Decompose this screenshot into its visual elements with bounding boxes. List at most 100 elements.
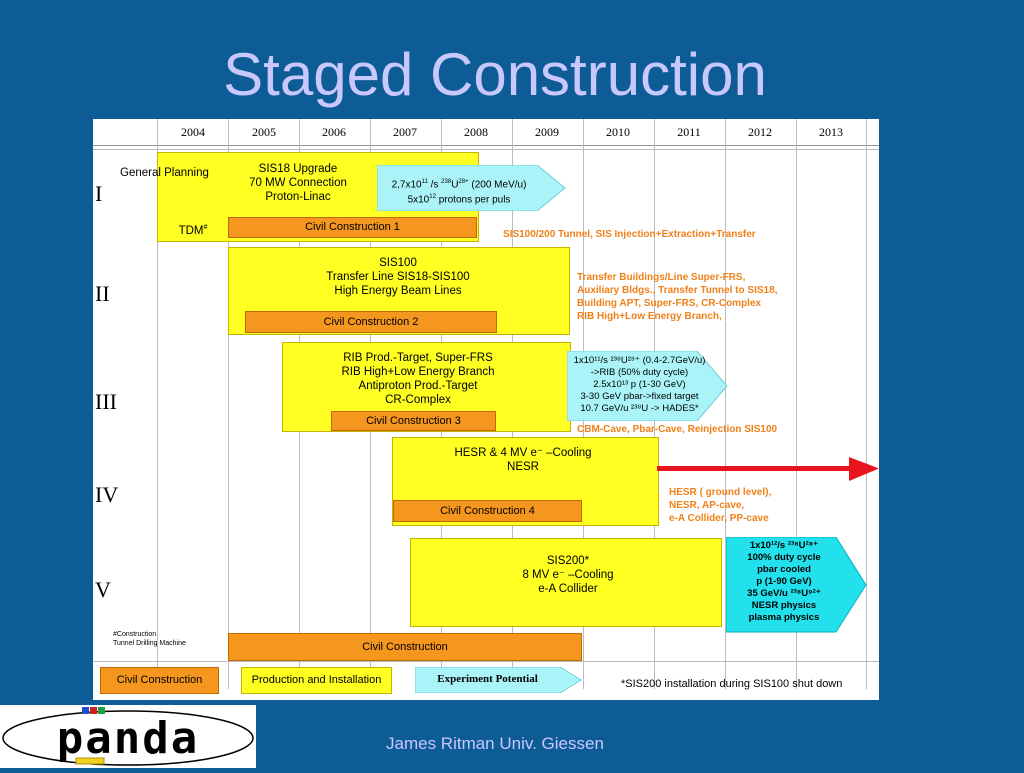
text-line: RIB High+Low Energy Branch, (577, 311, 722, 322)
general-planning-label: General Planning (120, 167, 209, 179)
stage-label-3: III (95, 389, 117, 414)
arrow-head (849, 457, 879, 481)
stage5-potential-arrow (726, 537, 867, 633)
stage3-potential-text: 1x10¹¹/s ²³⁸U²⁸⁺ (0.4-2.7GeV/u) ->RIB (5… (567, 355, 712, 415)
text-line: 5x1012 protons per puls (379, 191, 539, 206)
year-label: 2010 (606, 125, 630, 139)
text-line: Transfer Buildings/Line Super-FRS, (577, 272, 746, 283)
text-line: 3-30 GeV pbar->fixed target (580, 391, 699, 402)
stage4-note: HESR ( ground level), NESR, AP-cave, e-A… (669, 486, 849, 525)
text-line: Antiproton Prod.-Target (358, 380, 478, 392)
text-line: 35 GeV/u ²³⁸U⁹²⁺ (747, 588, 821, 599)
text-line: pbar cooled (757, 564, 811, 575)
arrow-shape (726, 537, 867, 633)
stage-label-5: V (95, 577, 111, 602)
tdm-text: TDM (178, 224, 204, 237)
text-line: RIB High+Low Energy Branch (341, 366, 495, 378)
stage5-production-bar (410, 538, 722, 627)
grid-line (796, 119, 797, 689)
text-part: 11 (421, 179, 428, 185)
logo-text: panda (57, 713, 199, 764)
text-line: NESR, AP-cave, (669, 500, 745, 511)
year-label: 2013 (819, 125, 843, 139)
stage3-text: RIB Prod.-Target, Super-FRS RIB High+Low… (313, 351, 523, 407)
panda-logo-graphic: panda (2, 707, 254, 766)
text-part: 28+ (458, 179, 469, 185)
arrow-shape (567, 351, 728, 421)
civil-construction-2: Civil Construction 2 (245, 311, 497, 333)
text-line: plasma physics (748, 612, 820, 623)
text-line: p (1-90 GeV) (756, 576, 812, 587)
legend-potential-arrow (415, 667, 582, 693)
construction-chart: 2004 2005 2006 2007 2008 2009 2010 2011 … (93, 119, 879, 700)
text-line: SIS18 Upgrade (258, 163, 338, 175)
tdm-label: TDM# (163, 221, 223, 238)
grid-line (228, 119, 229, 689)
year-label: 2004 (181, 125, 205, 139)
text-line: HESR ( ground level), (669, 487, 772, 498)
text-line: 1x10¹¹/s ²³⁸U²⁸⁺ (0.4-2.7GeV/u) (573, 355, 706, 366)
slide-title: Staged Construction (223, 41, 767, 108)
stage2-note: Transfer Buildings/Line Super-FRS, Auxil… (577, 271, 837, 323)
text-line: Building APT, Super-FRS, CR-Complex (577, 298, 762, 309)
text-line: NESR physics (751, 600, 817, 611)
text-line: ->RIB (50% duty cycle) (590, 367, 689, 378)
legend-production-installation: Production and Installation (241, 667, 392, 694)
arrow-shape (377, 165, 566, 211)
text-line: Tunnel Drilling Machine (113, 640, 186, 647)
text-line: 2.5x10¹³ p (1-30 GeV) (593, 379, 686, 390)
stage1-note: SIS100/200 Tunnel, SIS Injection+Extract… (503, 229, 756, 240)
stage2-text: SIS100 Transfer Line SIS18-SIS100 High E… (293, 256, 503, 298)
stage4-extension-arrow (657, 457, 879, 481)
year-label: 2006 (322, 125, 346, 139)
text-line: 70 MW Connection (249, 177, 347, 189)
text-part: 2,7x10 (391, 179, 422, 191)
grid-line (866, 119, 867, 689)
year-label: 2009 (535, 125, 559, 139)
text-line: CR-Complex (385, 394, 451, 406)
stage-label-1: I (95, 181, 103, 206)
text-line: e-A Collider (538, 583, 598, 595)
footer-author: James Ritman Univ. Giessen (386, 734, 604, 753)
text-part: (200 MeV/u) (468, 179, 527, 191)
text-line: SIS100 (379, 257, 417, 269)
grid-line (157, 119, 158, 689)
year-label: 2011 (677, 125, 701, 139)
legend-experiment-potential: Experiment Potential (437, 673, 538, 685)
legend-civil-construction: Civil Construction (100, 667, 219, 694)
grid-line (725, 119, 726, 689)
construction-footnote: #Construction Tunnel Drilling Machine (113, 630, 223, 648)
text-line: High Energy Beam Lines (334, 285, 462, 297)
stage-label-2: II (95, 281, 110, 306)
text-part: protons per puls (435, 194, 511, 206)
text-line: #Construction (113, 631, 157, 638)
text-line: 1x10¹²/s ²³⁸U²⁸⁺ (749, 540, 819, 551)
civil-construction-3: Civil Construction 3 (331, 411, 496, 431)
tdm-footnote-mark: # (203, 224, 208, 231)
text-line: NESR (507, 461, 539, 473)
text-line: 10.7 GeV/u ²³⁸U -> HADES* (580, 403, 699, 414)
text-line: 100% duty cycle (747, 552, 821, 563)
civil-construction-4: Civil Construction 4 (393, 500, 582, 522)
text-line: Transfer Line SIS18-SIS100 (326, 271, 470, 283)
stage5-potential-text: 1x10¹²/s ²³⁸U²⁸⁺ 100% duty cycle pbar co… (729, 540, 839, 624)
legend-sis200-note: *SIS200 installation during SIS100 shut … (621, 678, 843, 690)
text-line: e-A Collider, PP-cave (669, 513, 769, 524)
stage-label-4: IV (95, 482, 119, 507)
year-label: 2005 (252, 125, 276, 139)
text-part: U (451, 179, 459, 191)
grid-line (93, 149, 879, 150)
year-label: 2012 (748, 125, 772, 139)
stage1-potential-text: 2,7x1011 /s 238U28+ (200 MeV/u) 5x1012 p… (379, 176, 539, 207)
year-label: 2007 (393, 125, 417, 139)
panda-logo: panda (0, 705, 256, 768)
stage5-text: SIS200* 8 MV e⁻ –Cooling e-A Collider (483, 554, 653, 596)
stage1-potential-arrow (377, 165, 566, 211)
text-part: 12 (429, 194, 436, 201)
text-line: 8 MV e⁻ –Cooling (522, 569, 614, 581)
text-line: Proton-Linac (265, 191, 331, 203)
arrow-shape (415, 667, 582, 693)
text-part: 238 (441, 179, 452, 185)
stage3-potential-arrow (567, 351, 728, 421)
text-line: SIS200* (546, 555, 590, 567)
